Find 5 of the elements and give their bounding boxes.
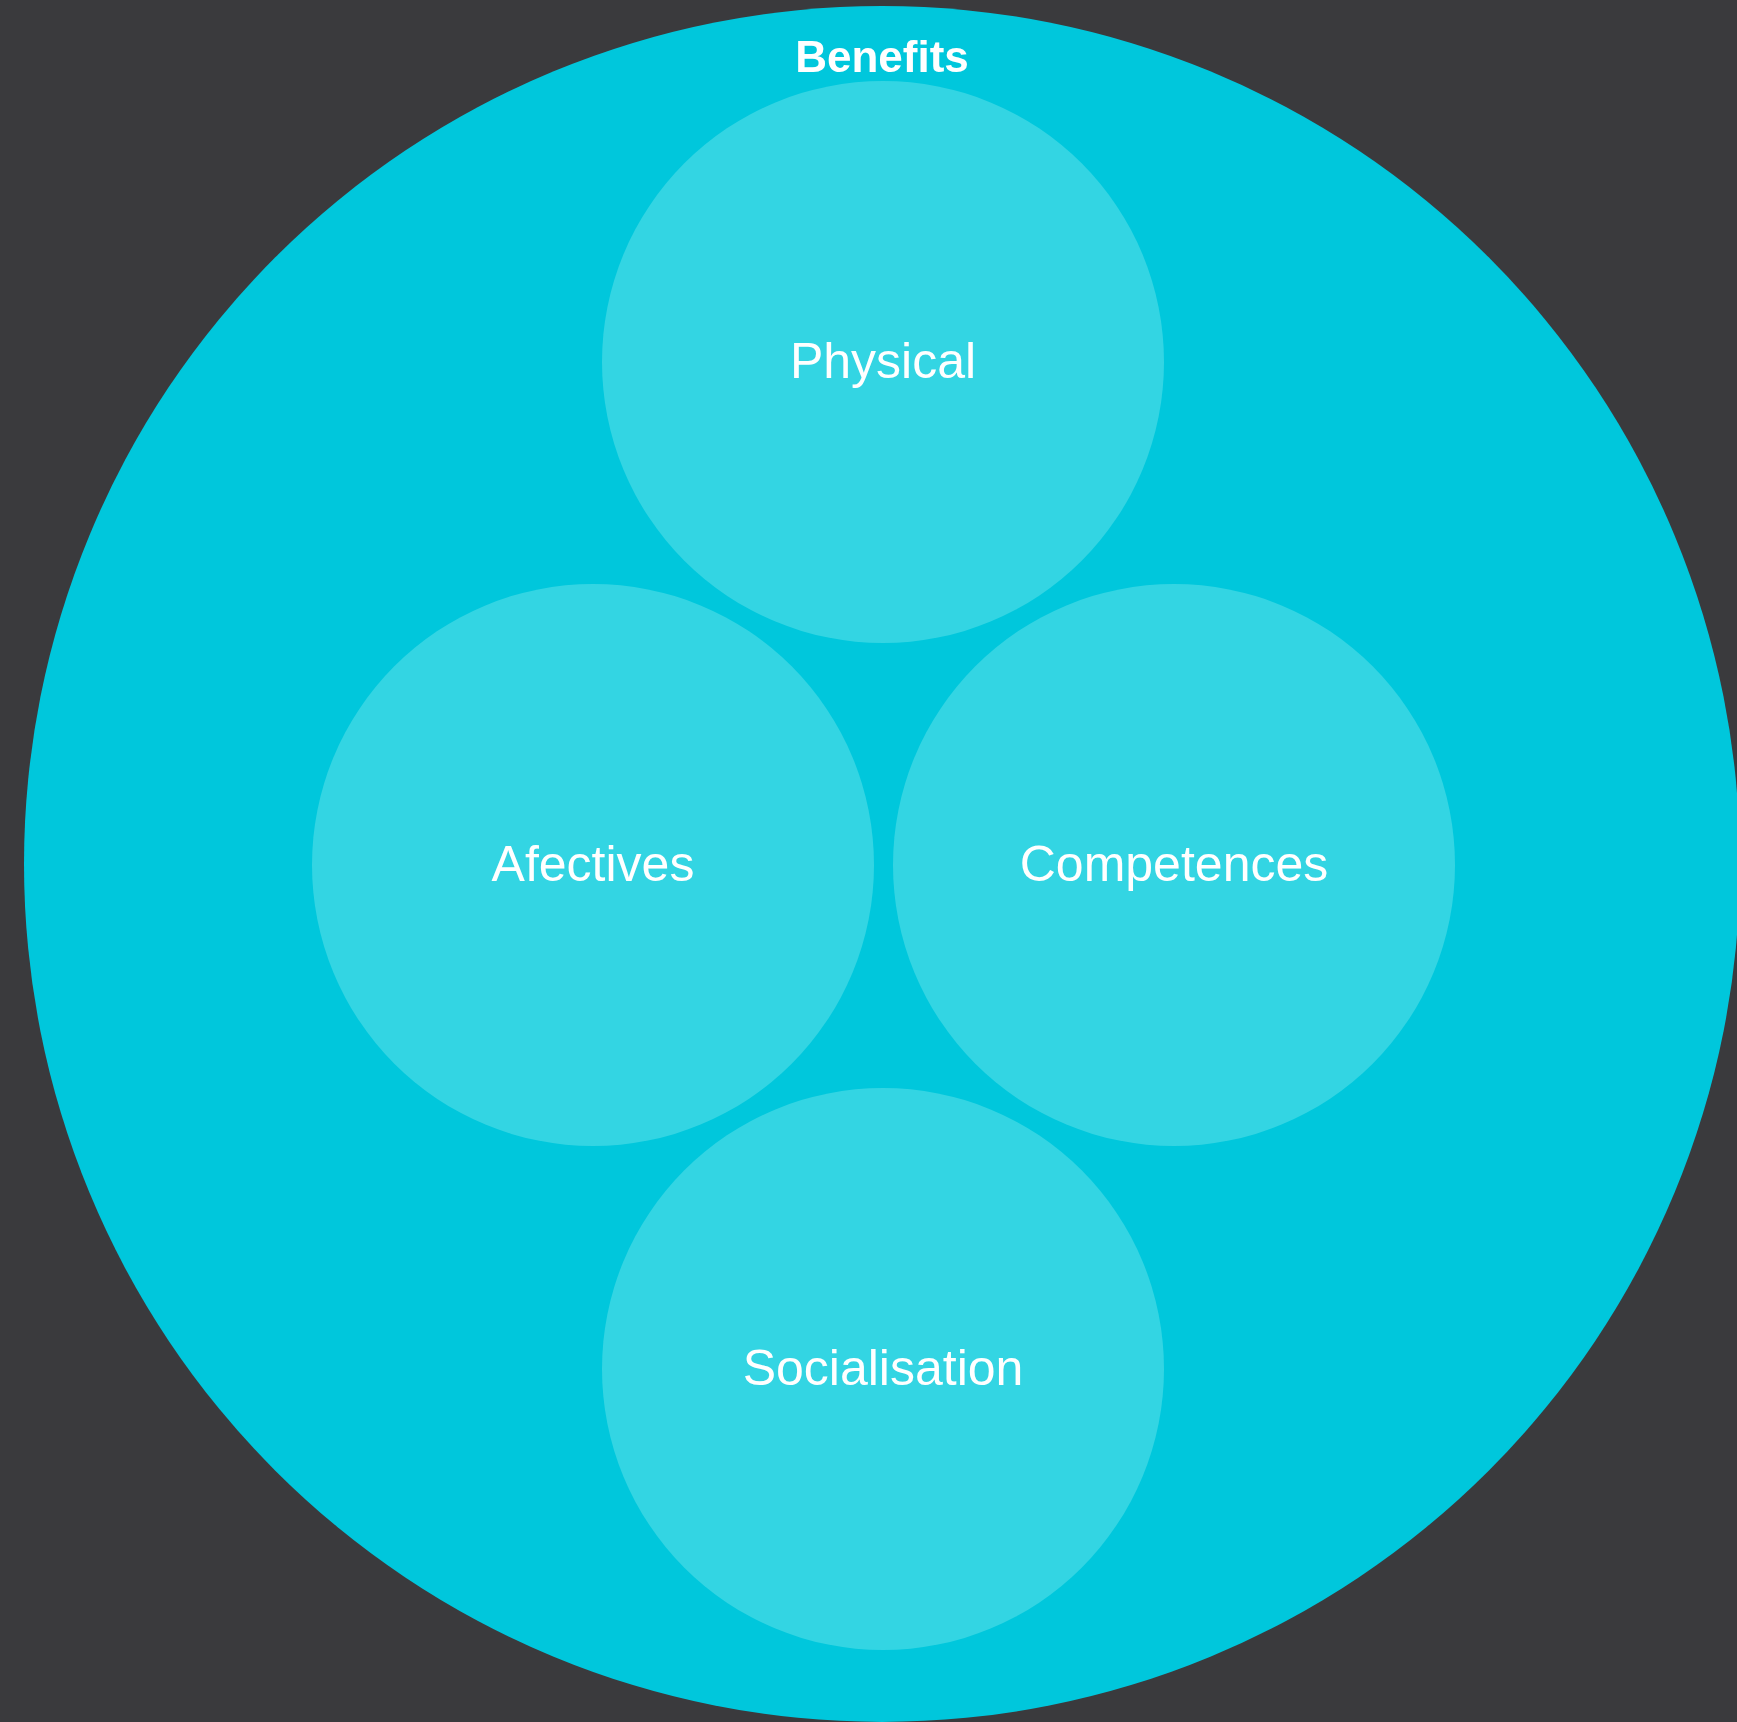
circle-title: Benefits: [794, 32, 970, 82]
circle-label: Socialisation: [741, 1339, 1025, 1397]
circle-label: Physical: [788, 332, 978, 390]
circle-label: Afectives: [490, 835, 696, 893]
circle-label: Competences: [1018, 835, 1330, 893]
